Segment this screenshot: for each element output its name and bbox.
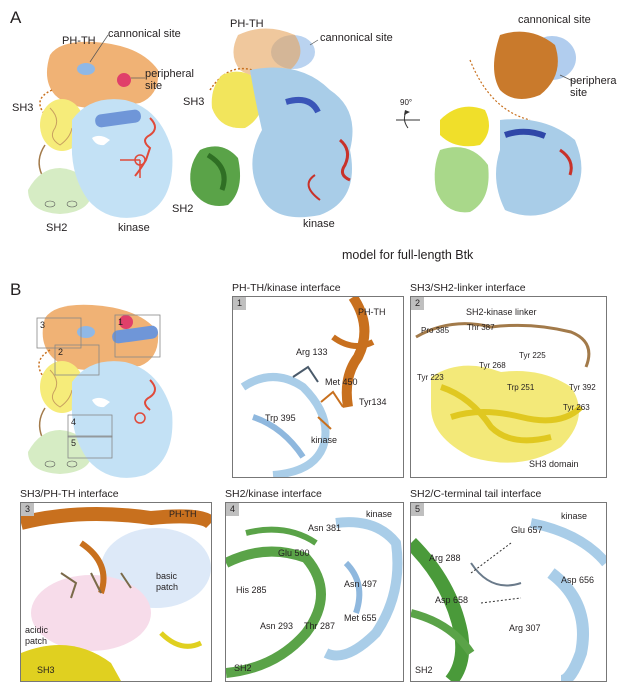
inset-1-met450: Met 450 (325, 377, 358, 387)
inset-1-panel: 1 PH-TH Arg 133 Met 450 Tyr134 Trp 395 k… (232, 296, 404, 478)
inset-3-ph-th: PH-TH (169, 509, 197, 519)
inset-4-title: SH2/kinase interface (225, 488, 322, 500)
inset-2-tyr223: Tyr 223 (417, 373, 444, 382)
cartoon-box-2 (54, 344, 100, 376)
inset-4-met655: Met 655 (344, 613, 377, 623)
inset-5-asp658: Asp 658 (435, 595, 469, 605)
side-sh2-ribbon (434, 147, 489, 213)
panel-b-letter: B (10, 280, 22, 299)
inset-3-acidic-patch: acidic patch (25, 625, 49, 646)
model-sh2-label: SH2 (172, 203, 194, 215)
inset-4-asn293: Asn 293 (260, 621, 294, 631)
inset-1-ph-th: PH-TH (358, 307, 386, 317)
inset-5-sh2: SH2 (415, 665, 433, 675)
inset-2-tyr225: Tyr 225 (519, 351, 546, 360)
inset-1-title: PH-TH/kinase interface (232, 282, 341, 294)
inset-5-kinase: kinase (561, 511, 588, 521)
inset-4-sh2: SH2 (234, 663, 252, 673)
kinase-helix-shape (95, 109, 141, 128)
side-ph-th-ribbon (494, 31, 558, 100)
cartoon-sh3-label: SH3 (12, 102, 34, 114)
side-kinase-ribbon (496, 119, 582, 216)
inset-2-title: SH3/SH2-linker interface (410, 282, 526, 294)
sh2-domain-shape (28, 168, 92, 214)
canonical-site-dot (77, 63, 95, 75)
inset-4-panel: 4 Asn 381 kinase Glu 500 His 285 Asn 497… (225, 502, 404, 682)
inset-4-thr287: Thr 287 (304, 621, 336, 631)
side-canonical-site-label: cannonical site (518, 14, 591, 26)
cartoon-sh2-label: SH2 (46, 222, 68, 234)
inset-5-glu657: Glu 657 (511, 525, 543, 535)
model-kinase-ribbon (250, 67, 353, 218)
model-sh2-ribbon (190, 146, 241, 206)
inset-3-basic-patch: basic patch (156, 571, 179, 592)
cartoon-box-3 (36, 317, 82, 349)
side-peripheral-site-label: peripheral site (570, 75, 617, 99)
inset-4-his285: His 285 (236, 585, 267, 595)
cartoon-box-5-label: 5 (71, 438, 77, 448)
inset-2-number: 2 (411, 297, 424, 310)
inset-4-glu500: Glu 500 (278, 548, 310, 558)
cartoon-box-1-label: 1 (118, 317, 124, 327)
cartoon-box-4 (67, 414, 113, 438)
inset-5-asp656: Asp 656 (561, 575, 595, 585)
inset-2-linker: SH2-kinase linker (466, 307, 537, 317)
model-sh3-ribbon (211, 71, 264, 129)
inset-4-asn381: Asn 381 (308, 523, 342, 533)
inset-2-thr387: Thr 387 (467, 323, 495, 332)
inset-1-trp395: Trp 395 (265, 413, 296, 423)
inset-4-asn497: Asn 497 (344, 579, 378, 589)
cartoon-box-1 (114, 314, 161, 358)
inset-2-tyr268: Tyr 268 (479, 361, 506, 370)
cartoon-peripheral-site-label: peripheral site (145, 68, 194, 92)
inset-2-tyr392: Tyr 392 (569, 383, 596, 392)
ph-th-domain-shape (46, 41, 159, 109)
cartoon-box-5 (67, 435, 113, 459)
model-kinase-label: kinase (303, 218, 335, 230)
model-canonical-site-label: cannonical site (320, 32, 393, 44)
inset-3-panel: 3 PH-TH basic patch acidic patch SH3 (20, 502, 212, 682)
inset-5-arg288: Arg 288 (429, 553, 461, 563)
side-sh3-ribbon (440, 106, 489, 147)
cartoon-box-2-label: 2 (58, 347, 64, 357)
cartoon-canonical-site-label: cannonical site (108, 28, 181, 40)
inset-2-tyr263: Tyr 263 (563, 403, 590, 412)
inset-2-pro385: Pro 385 (421, 326, 450, 335)
inset-5-panel: 5 kinase Glu 657 Arg 288 Asp 656 Asp 658… (410, 502, 607, 682)
panel-a-letter: A (10, 8, 22, 27)
inset-5-number: 5 (411, 503, 424, 516)
inset-2-trp251: Trp 251 (507, 383, 535, 392)
inset-3-title: SH3/PH-TH interface (20, 488, 119, 500)
model-ph-th-label: PH-TH (230, 18, 264, 30)
inset-2-panel: 2 SH2-kinase linker Pro 385 Thr 387 Tyr … (410, 296, 607, 478)
cartoon-box-3-label: 3 (40, 320, 46, 330)
peripheral-site-dot (117, 73, 131, 87)
model-sh3-label: SH3 (183, 96, 205, 108)
inset-3-sh3: SH3 (37, 665, 55, 675)
inset-2-sh3-domain: SH3 domain (529, 459, 579, 469)
inset-5-arg307: Arg 307 (509, 623, 541, 633)
cartoon-ph-th-label: PH-TH (62, 35, 96, 47)
inset-1-arg133: Arg 133 (296, 347, 328, 357)
cartoon-box-4-label: 4 (71, 417, 77, 427)
cartoon-kinase-label: kinase (118, 222, 150, 234)
inset-4-number: 4 (226, 503, 239, 516)
inset-1-kinase: kinase (311, 435, 338, 445)
kinase-domain-shape (71, 99, 173, 218)
inset-1-number: 1 (233, 297, 246, 310)
rotation-label: 90° (400, 98, 413, 107)
inset-4-kinase: kinase (366, 509, 393, 519)
inset-3-number: 3 (21, 503, 34, 516)
inset-5-title: SH2/C-terminal tail interface (410, 488, 542, 500)
inset-1-tyr134: Tyr134 (359, 397, 387, 407)
panel-a-caption: model for full-length Btk (342, 248, 474, 262)
